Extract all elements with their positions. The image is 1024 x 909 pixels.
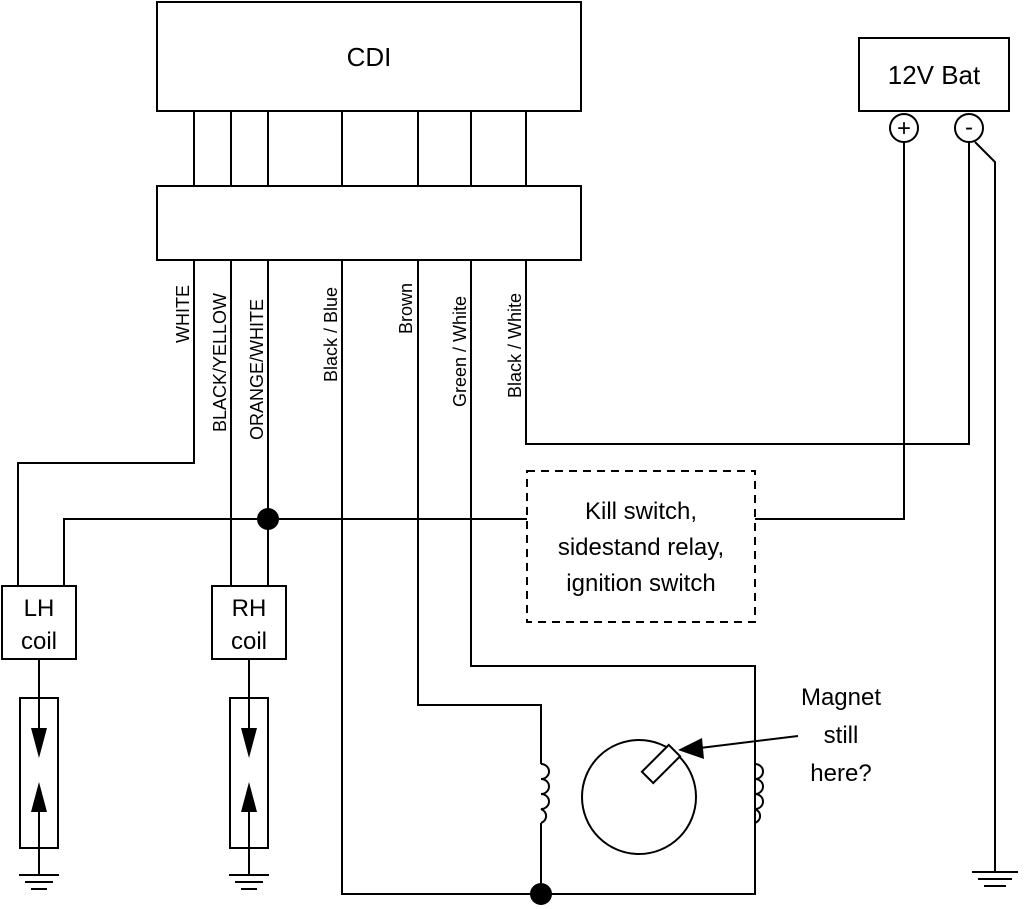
cdi-box: [156, 1, 582, 112]
rh-coil-box: [211, 585, 287, 660]
switched-supply-wire: [63, 518, 527, 586]
magnet-note-line-3: here?: [810, 760, 871, 787]
kill-switch-block: [526, 470, 756, 623]
wire-label-white: WHITE: [173, 285, 193, 343]
battery-ground-icon: [972, 871, 1018, 887]
battery-label: 12V Bat: [888, 60, 981, 90]
rh-coil-label-2: coil: [231, 628, 267, 655]
switch-label-line-1: Kill switch,: [585, 498, 697, 525]
lh-ground-icon: [19, 874, 59, 890]
pickup-coil-left: [540, 763, 550, 824]
magnet-note-line-2: still: [824, 722, 859, 749]
cdi-harness-lines: [193, 111, 527, 186]
battery-negative-label: -: [965, 114, 973, 141]
pickup-coil-right: [754, 763, 764, 824]
cdi-label: CDI: [347, 42, 392, 72]
wire-label-black-yellow: BLACK/YELLOW: [210, 293, 230, 432]
rotor-circle: [581, 739, 697, 855]
wire-label-green-white: Green / White: [450, 296, 470, 407]
battery-positive-terminal: [889, 113, 919, 143]
white-wire: [17, 260, 195, 586]
lh-coil-label-1: LH: [24, 595, 55, 622]
black-white-wire: [525, 142, 970, 445]
lh-coil-label-2: coil: [21, 628, 57, 655]
battery-positive-label: +: [897, 115, 911, 142]
lh-spark-plug: [19, 659, 59, 875]
rh-coil-label-1: RH: [232, 595, 267, 622]
rh-ground-icon: [229, 874, 269, 890]
magnet-pointer-line: [699, 735, 799, 749]
magnet-note-line-1: Magnet: [801, 684, 881, 711]
junction-dot-orange: [257, 508, 279, 530]
switch-label-line-2: sidestand relay,: [558, 534, 724, 561]
wire-label-brown: Brown: [396, 283, 416, 334]
junction-dot-bottom: [530, 883, 552, 905]
battery-box: [858, 37, 1010, 112]
cdi-connector: [156, 185, 582, 261]
wire-label-black-white: Black / White: [505, 293, 525, 398]
switch-label-line-3: ignition switch: [566, 570, 715, 597]
lh-coil-box: [1, 585, 77, 660]
battery-negative-terminal: [954, 113, 984, 143]
magnet-pointer-arrowhead: [678, 738, 704, 759]
battery-positive-wire: [755, 142, 905, 520]
brown-wire: [417, 260, 542, 764]
wire-label-black-blue: Black / Blue: [321, 287, 341, 382]
magnet-icon: [640, 743, 682, 785]
battery-negative-ground-wire: [974, 141, 996, 872]
rh-spark-plug: [229, 659, 269, 875]
wire-label-orange-white: ORANGE/WHITE: [247, 299, 267, 440]
